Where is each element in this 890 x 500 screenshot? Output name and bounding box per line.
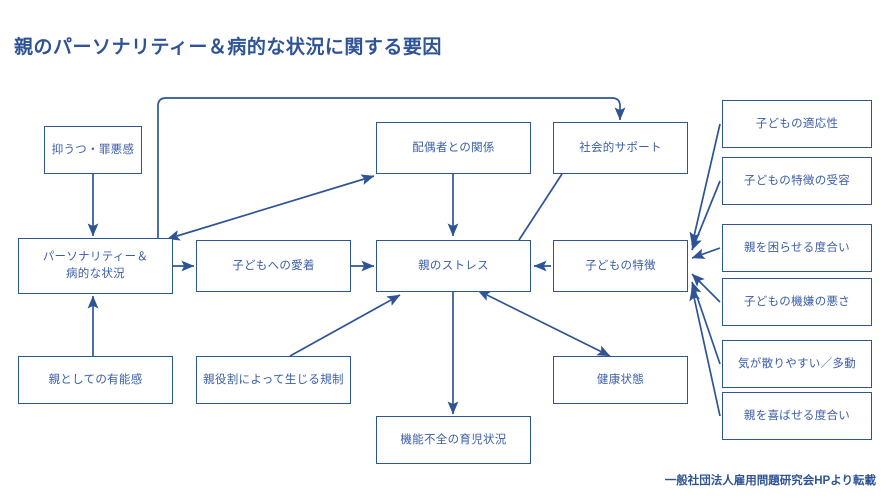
edge-personality-spouse-bidirectional [166, 174, 375, 241]
node-role-restriction[interactable]: 親役割によって生じる規制 [196, 356, 351, 404]
node-mood[interactable]: 子どもの機嫌の悪さ [722, 278, 872, 326]
node-demanding[interactable]: 親を困らせる度合い [722, 224, 872, 272]
node-personality[interactable]: パーソナリティー＆病的な状況 [18, 238, 173, 294]
node-label: 親を喜ばせる度合い [743, 409, 851, 422]
node-label: 子どもの特徴 [585, 259, 656, 272]
node-spouse[interactable]: 配偶者との関係 [376, 122, 531, 174]
node-label: 子どもの適応性 [755, 117, 839, 130]
node-label: 機能不全の育児状況 [400, 433, 507, 446]
node-label: 健康状態 [596, 373, 645, 386]
node-label: 親のストレス [418, 259, 489, 272]
node-label: パーソナリティー＆病的な状況 [42, 251, 149, 280]
node-label: 親を困らせる度合い [744, 241, 850, 254]
node-depression[interactable]: 抑うつ・罪悪感 [44, 126, 142, 174]
node-parent-stress[interactable]: 親のストレス [376, 240, 531, 292]
node-label: 子どもへの愛着 [232, 259, 315, 272]
node-label: 社会的サポート [579, 141, 662, 154]
page-title: 親のパーソナリティー＆病的な状況に関する要因 [14, 37, 442, 58]
node-label: 気が散りやすい／多動 [738, 357, 856, 370]
node-attachment[interactable]: 子どもへの愛着 [196, 240, 351, 292]
node-label: 抑うつ・罪悪感 [51, 143, 135, 156]
edge-parent-stress-health-bidirectional [477, 290, 611, 357]
edge-mood-to-child-traits [691, 273, 721, 303]
node-child-traits[interactable]: 子どもの特徴 [553, 240, 688, 292]
edge-role-restriction-to-parent-stress [289, 294, 401, 357]
edge-demanding-to-child-traits [691, 247, 721, 259]
edge-distract-to-child-traits [690, 281, 721, 365]
node-label: 親としての有能感 [48, 373, 143, 386]
node-distract[interactable]: 気が散りやすい／多動 [722, 340, 872, 388]
node-please[interactable]: 親を喜ばせる度合い [722, 392, 872, 440]
node-label: 配偶者との関係 [412, 141, 495, 154]
edge-please-to-child-traits [689, 287, 721, 417]
source-credit: 一般社団法人雇用問題研究会HPより転載 [664, 475, 876, 487]
node-adaptability[interactable]: 子どもの適応性 [722, 100, 872, 148]
node-label: 子どもの特徴の受容 [743, 174, 851, 187]
edge-acceptance-to-child-traits [691, 180, 721, 251]
edge-adaptability-to-child-traits [689, 123, 721, 246]
node-health[interactable]: 健康状態 [553, 356, 688, 404]
node-competence[interactable]: 親としての有能感 [18, 356, 173, 404]
node-label: 親役割によって生じる規制 [203, 373, 344, 386]
node-dysfunction[interactable]: 機能不全の育児状況 [376, 416, 531, 464]
node-label: 子どもの機嫌の悪さ [743, 295, 851, 308]
node-social-support[interactable]: 社会的サポート [553, 122, 688, 174]
edge-social-support-to-parent-stress [518, 173, 563, 241]
node-acceptance[interactable]: 子どもの特徴の受容 [722, 157, 872, 205]
